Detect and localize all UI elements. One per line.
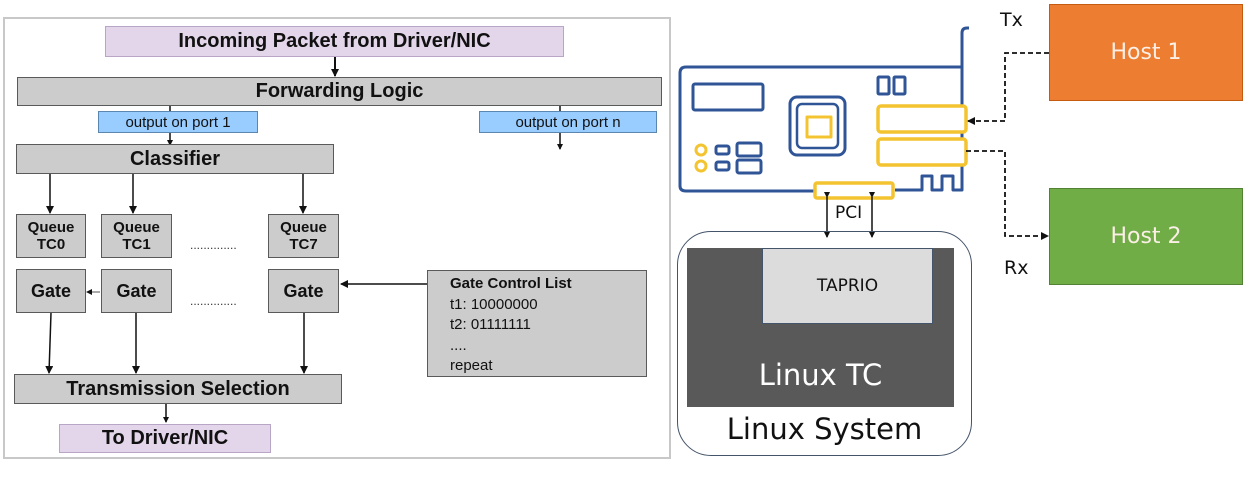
tx-label: Tx xyxy=(1000,9,1023,31)
gcl-entry: t2: 01111111 xyxy=(450,316,531,333)
gcl-entry: .... xyxy=(450,336,467,354)
host-2-box: Host 2 xyxy=(1049,188,1243,285)
gate-tc1-box: Gate xyxy=(101,269,172,313)
gcl-entry: t1: 10000000 xyxy=(450,295,538,313)
queue-tc0-box: Queue TC0 xyxy=(16,214,86,258)
output-port-1-box: output on port 1 xyxy=(98,111,258,133)
queue-tc1-box: Queue TC1 xyxy=(101,214,172,258)
queue-tc-label: TC0 xyxy=(36,236,66,253)
classifier-box: Classifier xyxy=(16,144,334,174)
gate-ellipsis: .............. xyxy=(190,294,237,308)
incoming-packet-box: Incoming Packet from Driver/NIC xyxy=(105,26,564,57)
tsn-pipeline-frame xyxy=(3,17,671,459)
taprio-box: TAPRIO xyxy=(762,248,933,324)
queue-label: Queue xyxy=(27,219,75,236)
transmission-selection-box: Transmission Selection xyxy=(14,374,342,404)
gcl-title: Gate Control List xyxy=(450,275,572,292)
rx-dashed-path xyxy=(966,150,1049,240)
queue-ellipsis: .............. xyxy=(190,238,237,252)
gate-tc7-box: Gate xyxy=(268,269,339,313)
output-port-n-box: output on port n xyxy=(479,111,657,133)
rx-label: Rx xyxy=(1004,257,1029,279)
queue-label: Queue xyxy=(113,219,160,236)
nic-card-icon xyxy=(678,26,969,200)
linux-tc-label: Linux TC xyxy=(758,358,883,392)
pci-link-arrows xyxy=(824,192,875,238)
linux-system-container xyxy=(677,231,972,456)
forwarding-logic-box: Forwarding Logic xyxy=(17,77,662,106)
queue-label: Queue xyxy=(280,219,327,236)
arrow-gate0-to-tx xyxy=(45,312,54,374)
gcl-entry: repeat xyxy=(450,357,493,374)
gate-control-list-box: Gate Control List t1: 10000000 t2: 01111… xyxy=(427,270,647,377)
host-1-box: Host 1 xyxy=(1049,4,1243,101)
queue-tc-label: TC7 xyxy=(289,236,318,253)
gate-tc0-box: Gate xyxy=(16,269,86,313)
queue-tc7-box: Queue TC7 xyxy=(268,214,339,258)
pci-label: PCI xyxy=(835,203,863,223)
tx-dashed-path xyxy=(967,52,1049,125)
to-driver-box: To Driver/NIC xyxy=(59,424,271,453)
linux-system-label: Linux System xyxy=(726,412,923,446)
queue-tc-label: TC1 xyxy=(122,236,151,253)
